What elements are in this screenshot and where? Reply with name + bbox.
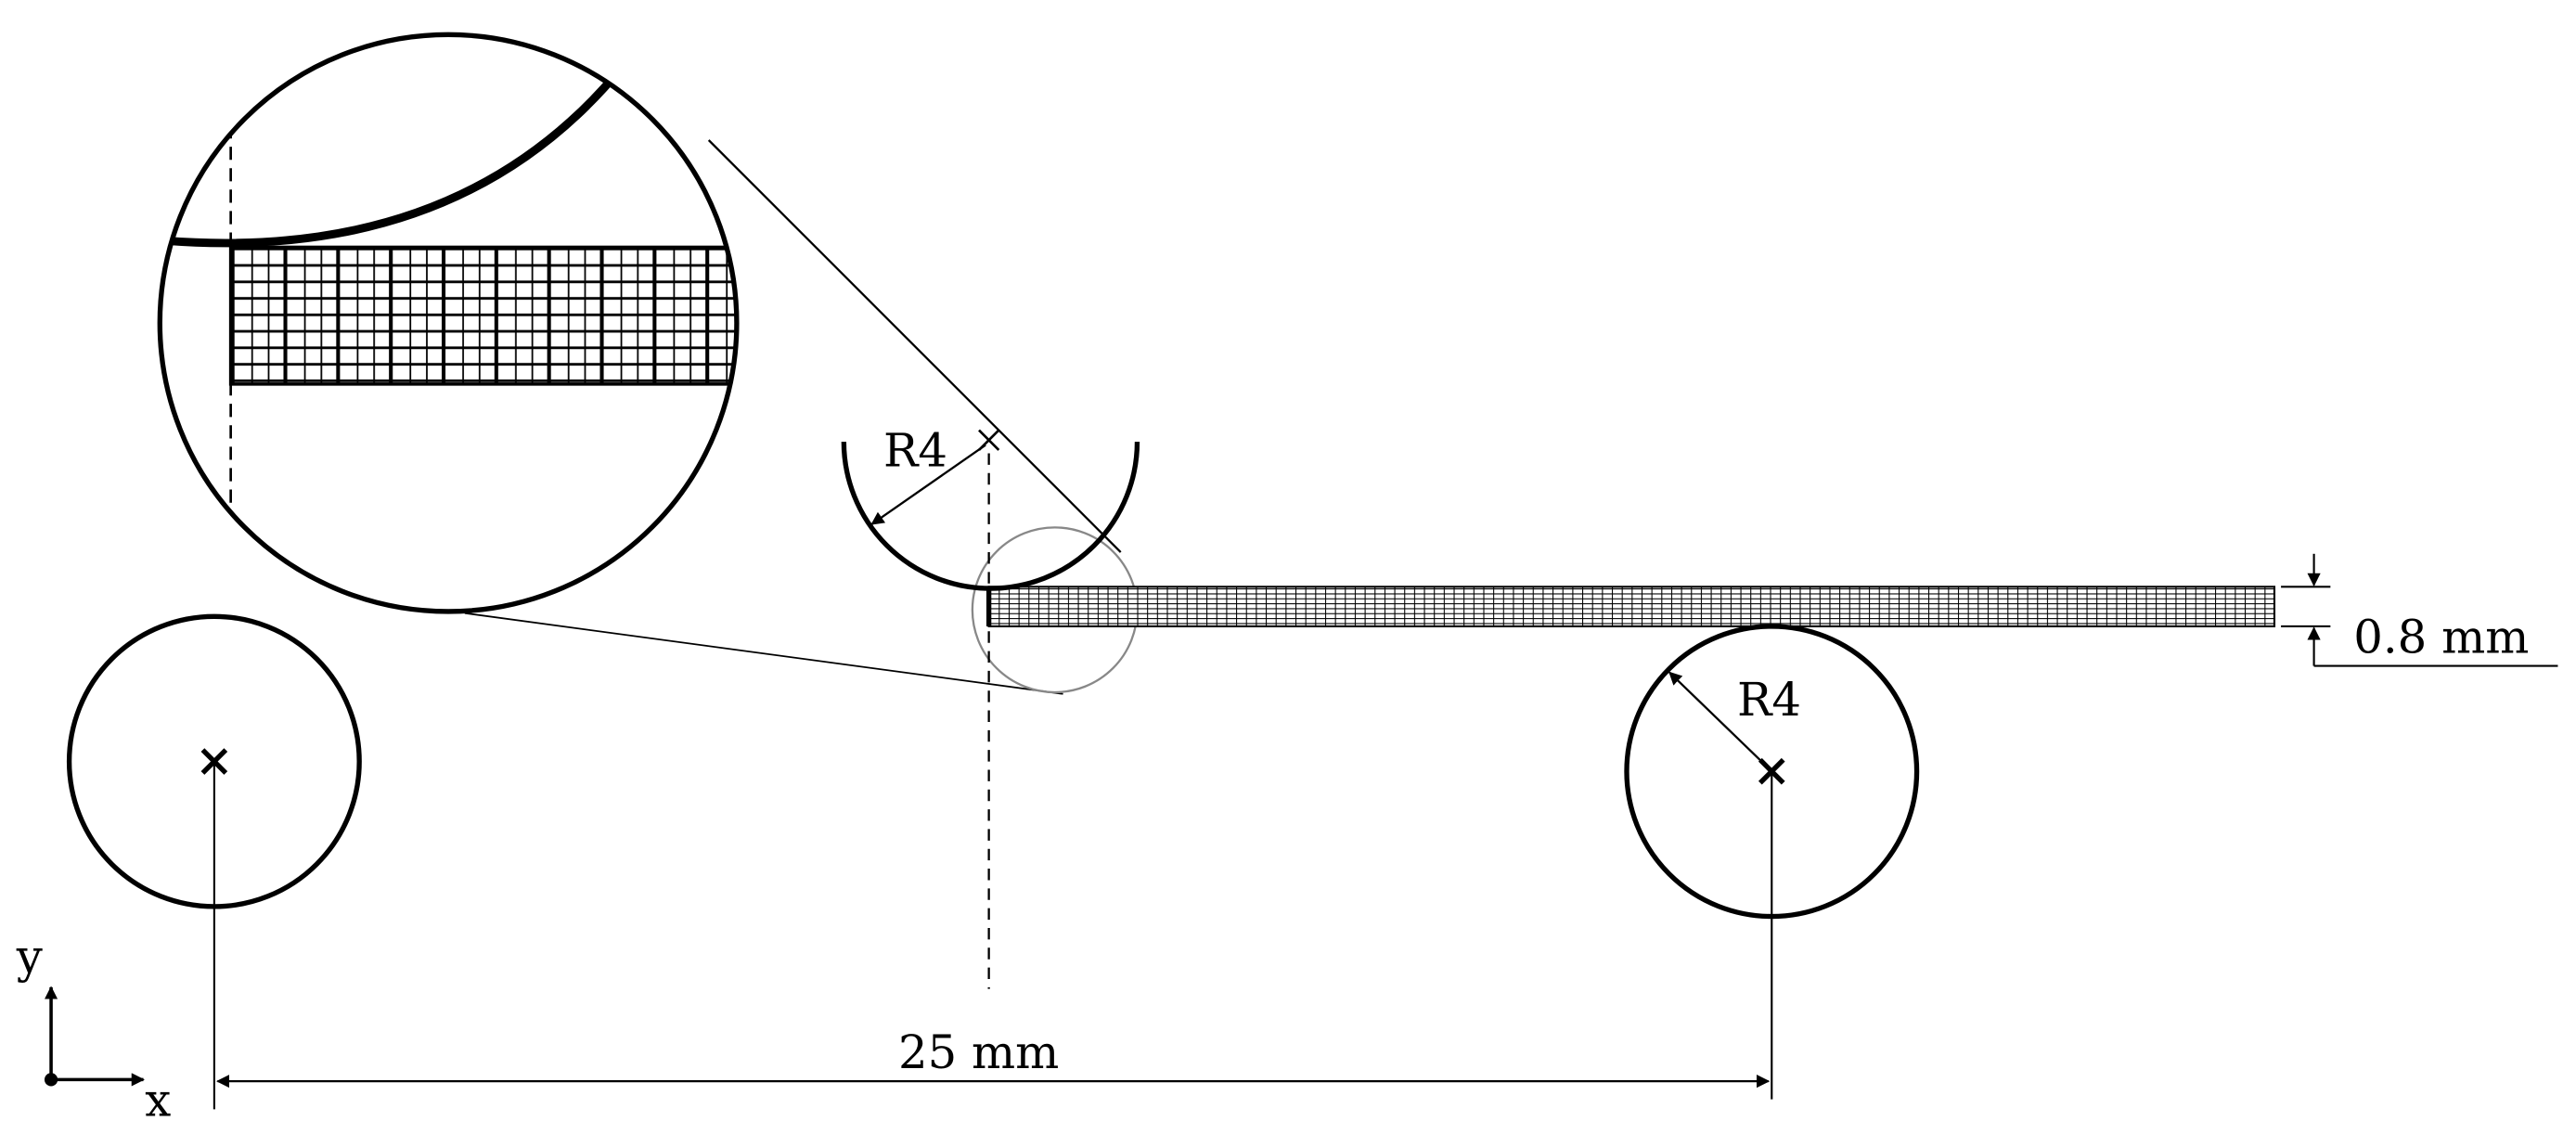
punch-roller-arc [841,442,1140,591]
coordinate-axes: y x [16,930,172,1128]
zoom-connector-lower [464,612,1063,695]
x-axis-label: x [145,1073,171,1127]
sheet-specimen [985,586,2276,628]
thickness-dimension-label: 0.8 mm [2353,610,2529,664]
span-dimension-label: 25 mm [898,1025,1059,1079]
support-radius-label: R4 [1737,673,1801,727]
punch-radius-label: R4 [883,424,947,478]
zoom-mesh-detail [230,247,737,384]
y-axis-label: y [16,930,43,984]
zoom-detail-circle [157,32,740,614]
zoom-detail-view [157,32,740,614]
punch-radius-arrow [870,444,986,525]
zoom-punch-arc [164,63,626,248]
thickness-dimension [2281,553,2558,667]
support-radius-arrow [1668,671,1770,769]
zoom-connector-upper [707,139,1122,553]
